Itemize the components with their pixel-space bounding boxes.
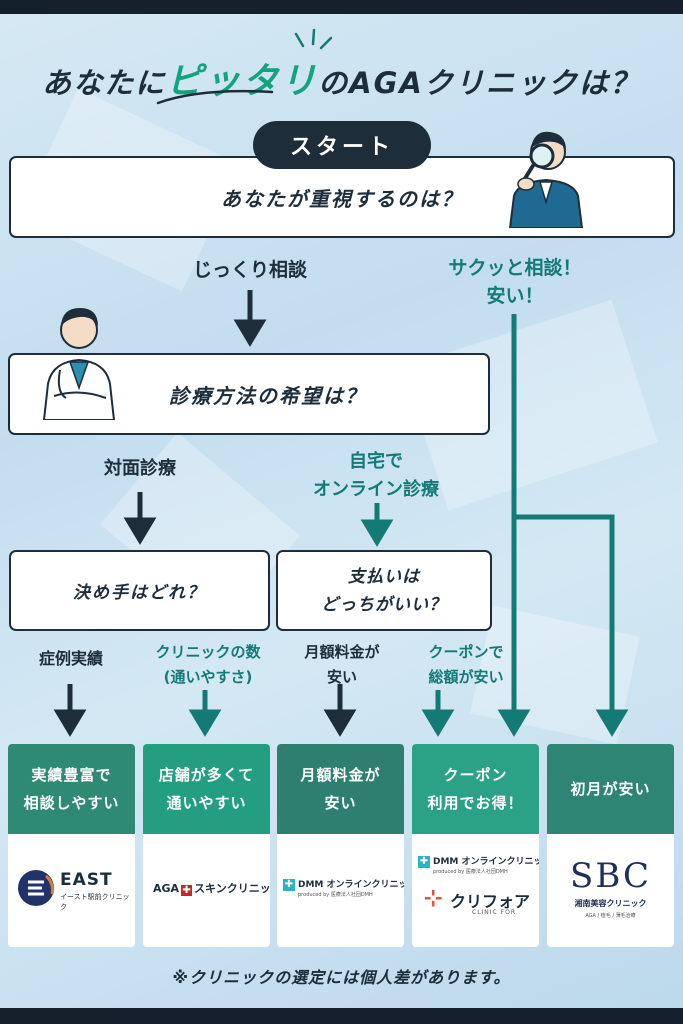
dmm-logo: ✚ DMM オンラインクリニック produced by 医療法人社団DMH [277, 834, 404, 947]
option-3-line1: 月額料金が [304, 643, 380, 661]
result-card-dmm[interactable]: 月額料金が 安い ✚ DMM オンラインクリニック produced by 医療… [277, 744, 404, 947]
clinicfor-logo-subtext: CLINIC FOR [472, 909, 516, 916]
option-2-line1: クリニックの数 [155, 643, 261, 661]
east-logo-mark-icon [18, 870, 54, 906]
aga-skin-logo-text: AGA✚スキンクリニック [153, 880, 270, 896]
result-card-aga-skin[interactable]: 店舗が多くて 通いやすい AGA✚スキンクリニック [143, 744, 270, 947]
dmm-logo-text: DMM オンラインクリニック [433, 857, 539, 867]
aga-skin-logo-aga: AGA [153, 882, 180, 895]
result-card-east[interactable]: 実績豊富で 相談しやすい EAST イースト駅前クリニック [8, 744, 135, 947]
title-prefix: あなたに [42, 66, 167, 100]
option-3-label: 月額料金が 安い [280, 640, 404, 690]
q2-right-line1: 自宅で [349, 451, 403, 472]
branch-right-line2: 安い！ [486, 285, 544, 307]
q3-right-box: 支払いは どっちがいい？ [276, 550, 492, 631]
page-title: あなたにピッタリのAGAクリニックは？ [0, 52, 683, 104]
sbc-logo-subtext: 湘南美容クリニック [574, 899, 647, 908]
clinicfor-logo-text: クリフォア [450, 892, 531, 911]
card-header: 店舗が多くて 通いやすい [143, 744, 270, 834]
card-header: 初月が安い [547, 744, 674, 834]
dmm-plus-icon: ✚ [418, 856, 430, 868]
clinicfor-cross-icon: ⊹ [424, 886, 443, 911]
start-pill-label: スタート [289, 135, 394, 160]
result-card-dmm-clinicfor[interactable]: クーポン 利用でお得！ ✚ DMM オンラインクリニック produced by… [412, 744, 539, 947]
branch-left-label: じっくり相談 [192, 259, 307, 281]
result-card-sbc[interactable]: 初月が安い SBC 湘南美容クリニック AGA / 植毛 / 薄毛治療 [547, 744, 674, 947]
branch-right-label: サクッと相談！ 安い！ [410, 254, 620, 310]
q2-right-line2: オンライン診療 [313, 479, 439, 500]
bottom-bar [0, 1008, 683, 1024]
east-logo-subtext: イースト駅前クリニック [60, 893, 130, 911]
doctor-icon [42, 308, 116, 420]
detective-icon [508, 131, 584, 228]
option-4-line2: 総額が安い [428, 668, 504, 686]
title-decoration [156, 28, 333, 105]
q3-left-box: 決め手はどれ？ [9, 550, 270, 631]
option-2-line2: (通いやすさ) [163, 668, 253, 686]
option-4-line1: クーポンで [428, 643, 504, 661]
q2-left-label: 対面診療 [104, 458, 176, 479]
option-4-label: クーポンで 総額が安い [404, 640, 528, 690]
aga-skin-logo-clinic: スキンクリニック [194, 882, 270, 895]
q2-question: 診療方法の希望は？ [169, 383, 367, 408]
dmm-plus-icon: ✚ [283, 879, 295, 891]
q3-left-question: 決め手はどれ？ [73, 583, 206, 603]
aga-skin-logo: AGA✚スキンクリニック [143, 834, 270, 947]
q3-right-line2: どっちがいい？ [321, 594, 447, 615]
top-bar [0, 0, 683, 14]
east-logo-text: EAST [60, 870, 113, 890]
card-header: 実績豊富で 相談しやすい [8, 744, 135, 834]
option-3-line2: 安い [326, 668, 357, 686]
q3-right-line1: 支払いは [348, 566, 420, 587]
red-cross-icon: ✚ [181, 885, 193, 896]
east-logo: EAST イースト駅前クリニック [8, 834, 135, 947]
q2-right-label: 自宅で オンライン診療 [276, 448, 476, 504]
option-1-label: 症例実績 [38, 649, 103, 668]
option-2-label: クリニックの数 (通いやすさ) [140, 640, 276, 690]
sbc-logo: SBC 湘南美容クリニック AGA / 植毛 / 薄毛治療 [547, 834, 674, 947]
title-suffix: のAGAクリニックは？ [318, 66, 641, 100]
dmm-logo-subtext: produced by 医療法人社団DMH [298, 892, 373, 898]
start-question: あなたが重視するのは？ [221, 186, 463, 211]
dmm-logo-subtext: produced by 医療法人社団DMH [433, 869, 508, 875]
card-header: クーポン 利用でお得！ [412, 744, 539, 834]
sbc-logo-text: SBC [570, 856, 651, 896]
disclaimer-note: ※クリニックの選定には個人差があります。 [172, 968, 511, 987]
dmm-clinicfor-logos: ✚ DMM オンラインクリニック produced by 医療法人社団DMH ⊹… [412, 834, 539, 947]
dmm-logo-text: DMM オンラインクリニック [298, 880, 404, 890]
card-header: 月額料金が 安い [277, 744, 404, 834]
branch-right-line1: サクッと相談！ [448, 257, 582, 279]
sbc-logo-subtext2: AGA / 植毛 / 薄毛治療 [585, 913, 636, 919]
start-pill: スタート [253, 121, 431, 169]
